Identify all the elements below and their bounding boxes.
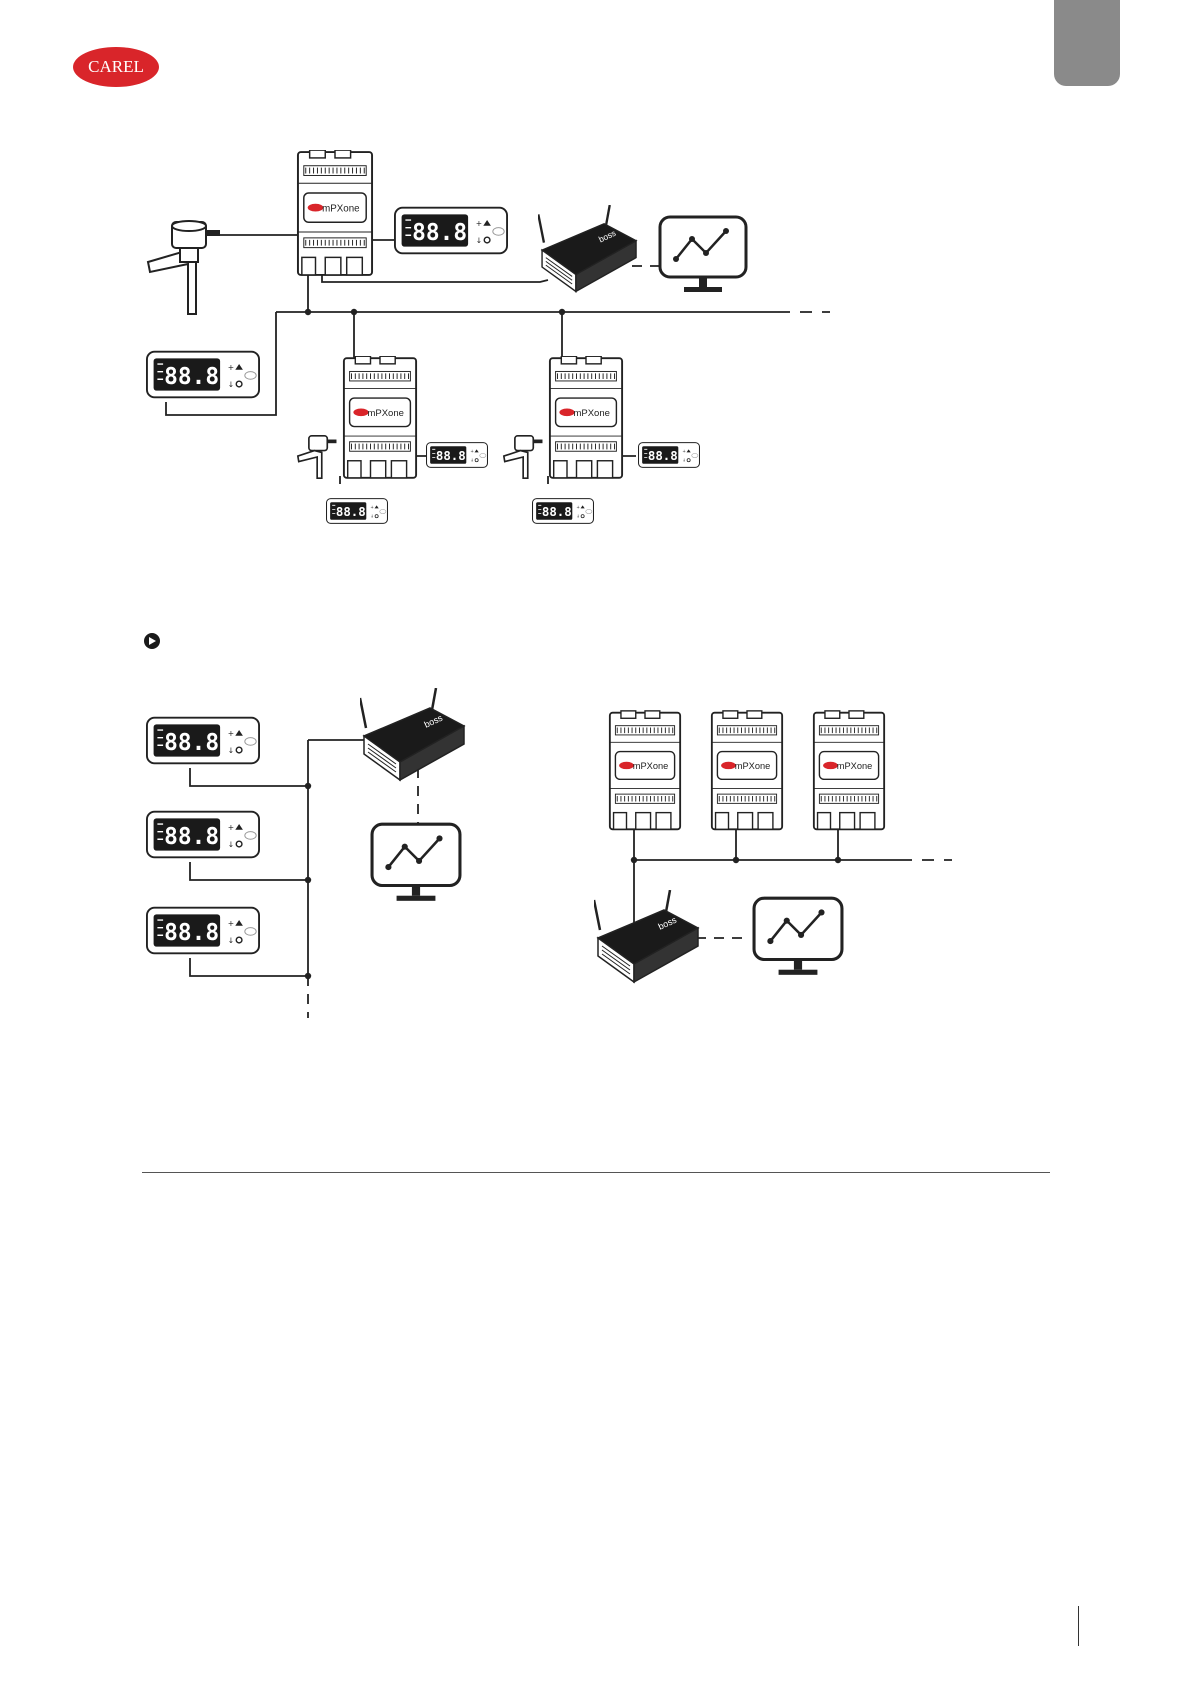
display-icon xyxy=(147,812,259,858)
controller-icon xyxy=(814,711,884,829)
network-diagram-bottom xyxy=(0,0,1190,1100)
display-icon xyxy=(147,718,259,764)
monitor-chart-icon xyxy=(754,898,842,975)
section-divider xyxy=(142,1172,1050,1173)
monitor-chart-icon xyxy=(372,824,460,901)
controller-icon xyxy=(610,711,680,829)
controller-icon xyxy=(712,711,782,829)
router-icon xyxy=(594,890,698,982)
router-icon xyxy=(360,688,464,780)
page-number-bar xyxy=(1078,1606,1079,1646)
display-icon xyxy=(147,908,259,954)
